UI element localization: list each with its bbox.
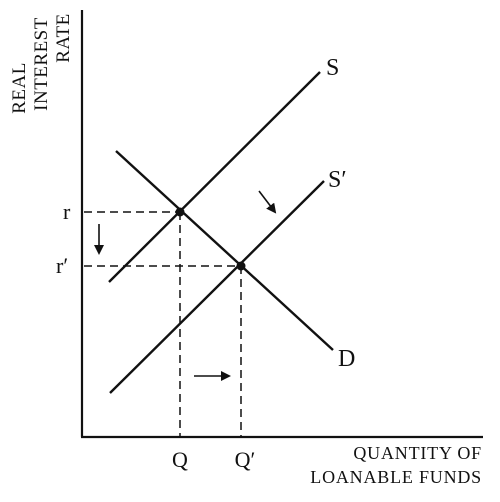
supply-curve xyxy=(108,71,321,283)
tick-r: r xyxy=(63,199,71,224)
tick-q-prime: Q′ xyxy=(235,447,256,472)
demand-curve xyxy=(115,150,334,351)
label-demand: D xyxy=(338,346,355,372)
x-axis-label-line-2: LOANABLE FUNDS xyxy=(310,467,482,487)
x-axis-label-line-1: QUANTITY OF xyxy=(353,443,482,463)
equilibrium-point-new xyxy=(236,261,246,271)
y-axis-label-line-2: INTEREST xyxy=(31,17,52,111)
label-supply-shifted: S′ xyxy=(328,167,347,193)
tick-q: Q xyxy=(172,447,188,472)
supply-shifted-curve xyxy=(109,180,325,394)
equilibrium-point-initial xyxy=(175,207,185,217)
tick-r-prime: r′ xyxy=(56,253,68,278)
label-supply: S xyxy=(326,55,339,81)
y-axis-label-line-3: RATE xyxy=(53,13,74,63)
arrow-supply-shift-icon xyxy=(258,190,277,214)
y-axis-label-line-1: REAL xyxy=(9,62,30,114)
